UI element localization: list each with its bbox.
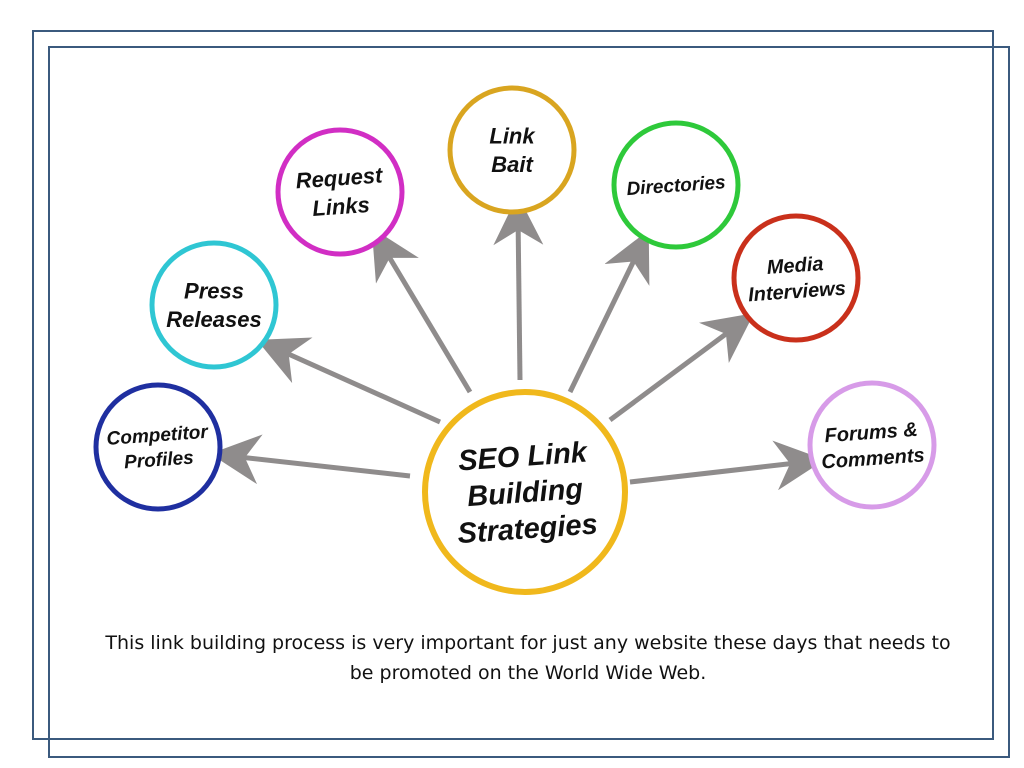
node-ring (731, 213, 861, 343)
node-label-line: Link (489, 123, 536, 148)
node-label-line: Links (311, 192, 370, 221)
node-ring (447, 85, 577, 215)
node-forums-comments: Forums &Comments (807, 380, 937, 510)
arrows-layer (210, 195, 825, 491)
slide-frame-outer (32, 30, 994, 740)
diagram-canvas: LinkBaitRequestLinksDirectoriesPressRele… (93, 85, 937, 595)
node-ring (611, 120, 741, 250)
node-label-line: Bait (491, 152, 534, 177)
arrow-to-media-interviews (608, 313, 755, 423)
node-directories: Directories (611, 120, 741, 250)
node-label-line: Press (184, 278, 244, 303)
node-label-line: Profiles (123, 448, 194, 474)
node-label-line: Media (766, 253, 824, 279)
node-label-line: Releases (166, 307, 261, 332)
arrow-to-competitor-profiles (210, 434, 411, 485)
arrow-to-press-releases (256, 337, 442, 425)
node-ring (93, 382, 223, 512)
caption-text: This link building process is very impor… (105, 632, 951, 684)
arrow-to-directories (567, 230, 650, 394)
slide-frame-inner (48, 46, 1010, 758)
node-ring (807, 380, 937, 510)
arrow-to-request-links (371, 227, 473, 394)
node-ring (149, 240, 279, 370)
arrow-to-link-bait (493, 195, 544, 381)
node-ring (275, 127, 405, 257)
nodes-layer: LinkBaitRequestLinksDirectoriesPressRele… (93, 85, 937, 512)
arrow-to-forums-comments (629, 440, 825, 491)
node-label-line: Request (295, 162, 385, 193)
center-ring (422, 389, 628, 595)
